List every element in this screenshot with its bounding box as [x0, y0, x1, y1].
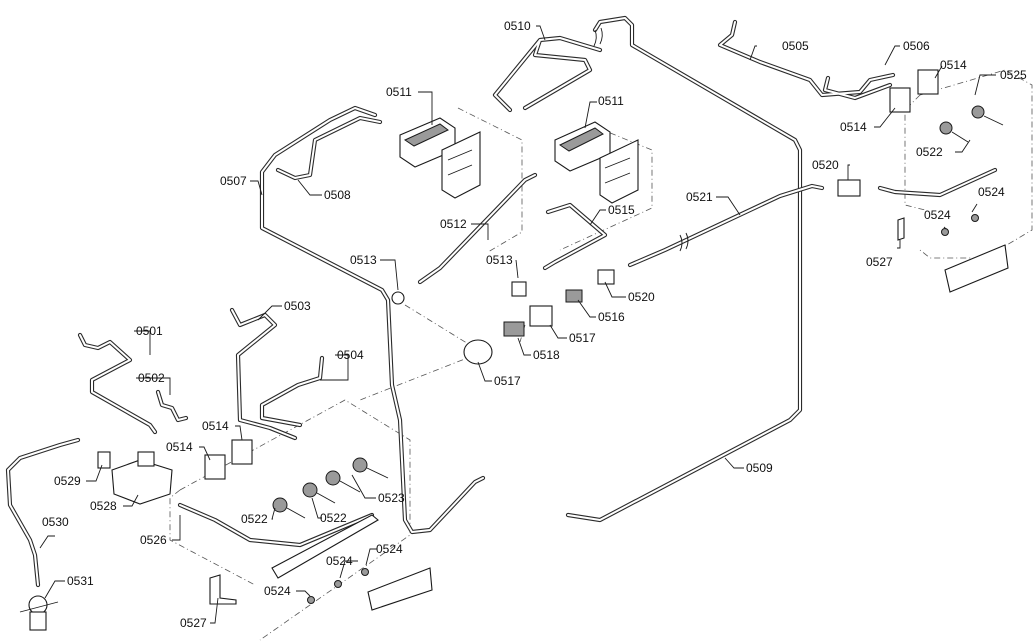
- nipple-0518: [503, 321, 525, 337]
- callout-0517: 0517: [494, 374, 521, 388]
- screw-0524c: [361, 568, 369, 576]
- callout-0522: 0522: [916, 145, 943, 159]
- callout-0521: 0521: [686, 190, 713, 204]
- callout-0515: 0515: [608, 203, 635, 217]
- pipe-0504: [259, 355, 325, 428]
- regulator-0528: [97, 451, 173, 505]
- callout-0508: 0508: [324, 188, 351, 202]
- callout-0514: 0514: [166, 440, 193, 454]
- callout-0526: 0526: [140, 533, 167, 547]
- valve-0514b: [889, 87, 911, 113]
- callout-0524: 0524: [264, 584, 291, 598]
- callout-0513: 0513: [350, 253, 377, 267]
- pipe-break-marks: [593, 27, 689, 252]
- callout-0503: 0503: [284, 299, 311, 313]
- pipes: [5, 15, 998, 588]
- fitting-0531: [19, 595, 59, 631]
- nut-0520b: [597, 269, 615, 285]
- pipe-0515: [542, 202, 608, 271]
- callout-0511: 0511: [386, 85, 412, 99]
- pipe-0530: [5, 437, 81, 588]
- callout-0509: 0509: [746, 461, 773, 475]
- screw-0524e: [307, 596, 315, 604]
- callout-0524: 0524: [326, 554, 353, 568]
- clip-0526: [367, 567, 433, 611]
- callout-0504: 0504: [337, 348, 364, 362]
- screw-0524a: [971, 214, 979, 222]
- controller-box-0511b: [554, 121, 639, 204]
- callout-0524: 0524: [978, 185, 1005, 199]
- valve-0514c: [231, 439, 253, 465]
- burner-valves: [272, 105, 1004, 519]
- callout-labels: 0510 0505 0506 0514 0525 0511 0511 0514 …: [42, 19, 1027, 630]
- callout-0527: 0527: [866, 255, 893, 269]
- fitting-0520a: [837, 179, 861, 197]
- callout-0510: 0510: [504, 19, 531, 33]
- controller-box-0511a: [399, 117, 481, 199]
- screw-0524b: [941, 228, 949, 236]
- callout-0514: 0514: [202, 419, 229, 433]
- callout-0517: 0517: [569, 331, 596, 345]
- callout-0524: 0524: [376, 542, 403, 556]
- components: [19, 69, 1009, 631]
- valve-0514a: [917, 69, 939, 95]
- callout-0502: 0502: [138, 371, 165, 385]
- callout-0511: 0511: [598, 94, 624, 108]
- bracket-0527a: [897, 217, 905, 241]
- tee-0517a: [529, 305, 553, 327]
- tee-0517b: [463, 339, 493, 365]
- callout-0505: 0505: [782, 39, 809, 53]
- callout-0525: 0525: [1000, 68, 1027, 82]
- callout-0531: 0531: [67, 574, 94, 588]
- callout-0529: 0529: [54, 474, 81, 488]
- callout-0520: 0520: [812, 158, 839, 172]
- screw-0524d: [334, 580, 342, 588]
- callout-0522: 0522: [241, 512, 268, 526]
- callout-0528: 0528: [90, 499, 117, 513]
- callout-0520: 0520: [628, 290, 655, 304]
- pipe-0508: [275, 115, 383, 181]
- callout-0512: 0512: [440, 217, 467, 231]
- callout-0513: 0513: [486, 253, 513, 267]
- callout-0518: 0518: [533, 348, 560, 362]
- callout-0527: 0527: [180, 616, 207, 630]
- rail-0526: [271, 514, 379, 579]
- fitting-0513a: [391, 291, 405, 305]
- pipe-0505: [717, 19, 896, 101]
- callout-0523: 0523: [378, 491, 405, 505]
- bracket-0527b: [209, 574, 237, 605]
- callout-0530: 0530: [42, 515, 69, 529]
- callout-0514: 0514: [940, 58, 967, 72]
- callout-0506: 0506: [903, 39, 930, 53]
- callout-0507: 0507: [220, 174, 247, 188]
- valve-0514d: [204, 454, 226, 480]
- fitting-0513b: [511, 281, 527, 297]
- callout-0524: 0524: [924, 208, 951, 222]
- clip-0525: [944, 244, 1009, 293]
- callout-0522: 0522: [320, 511, 347, 525]
- nipple-0516: [565, 289, 583, 303]
- callout-0516: 0516: [598, 310, 625, 324]
- callout-0514: 0514: [840, 120, 867, 134]
- callout-0501: 0501: [136, 324, 163, 338]
- leader-lines: [39, 25, 996, 624]
